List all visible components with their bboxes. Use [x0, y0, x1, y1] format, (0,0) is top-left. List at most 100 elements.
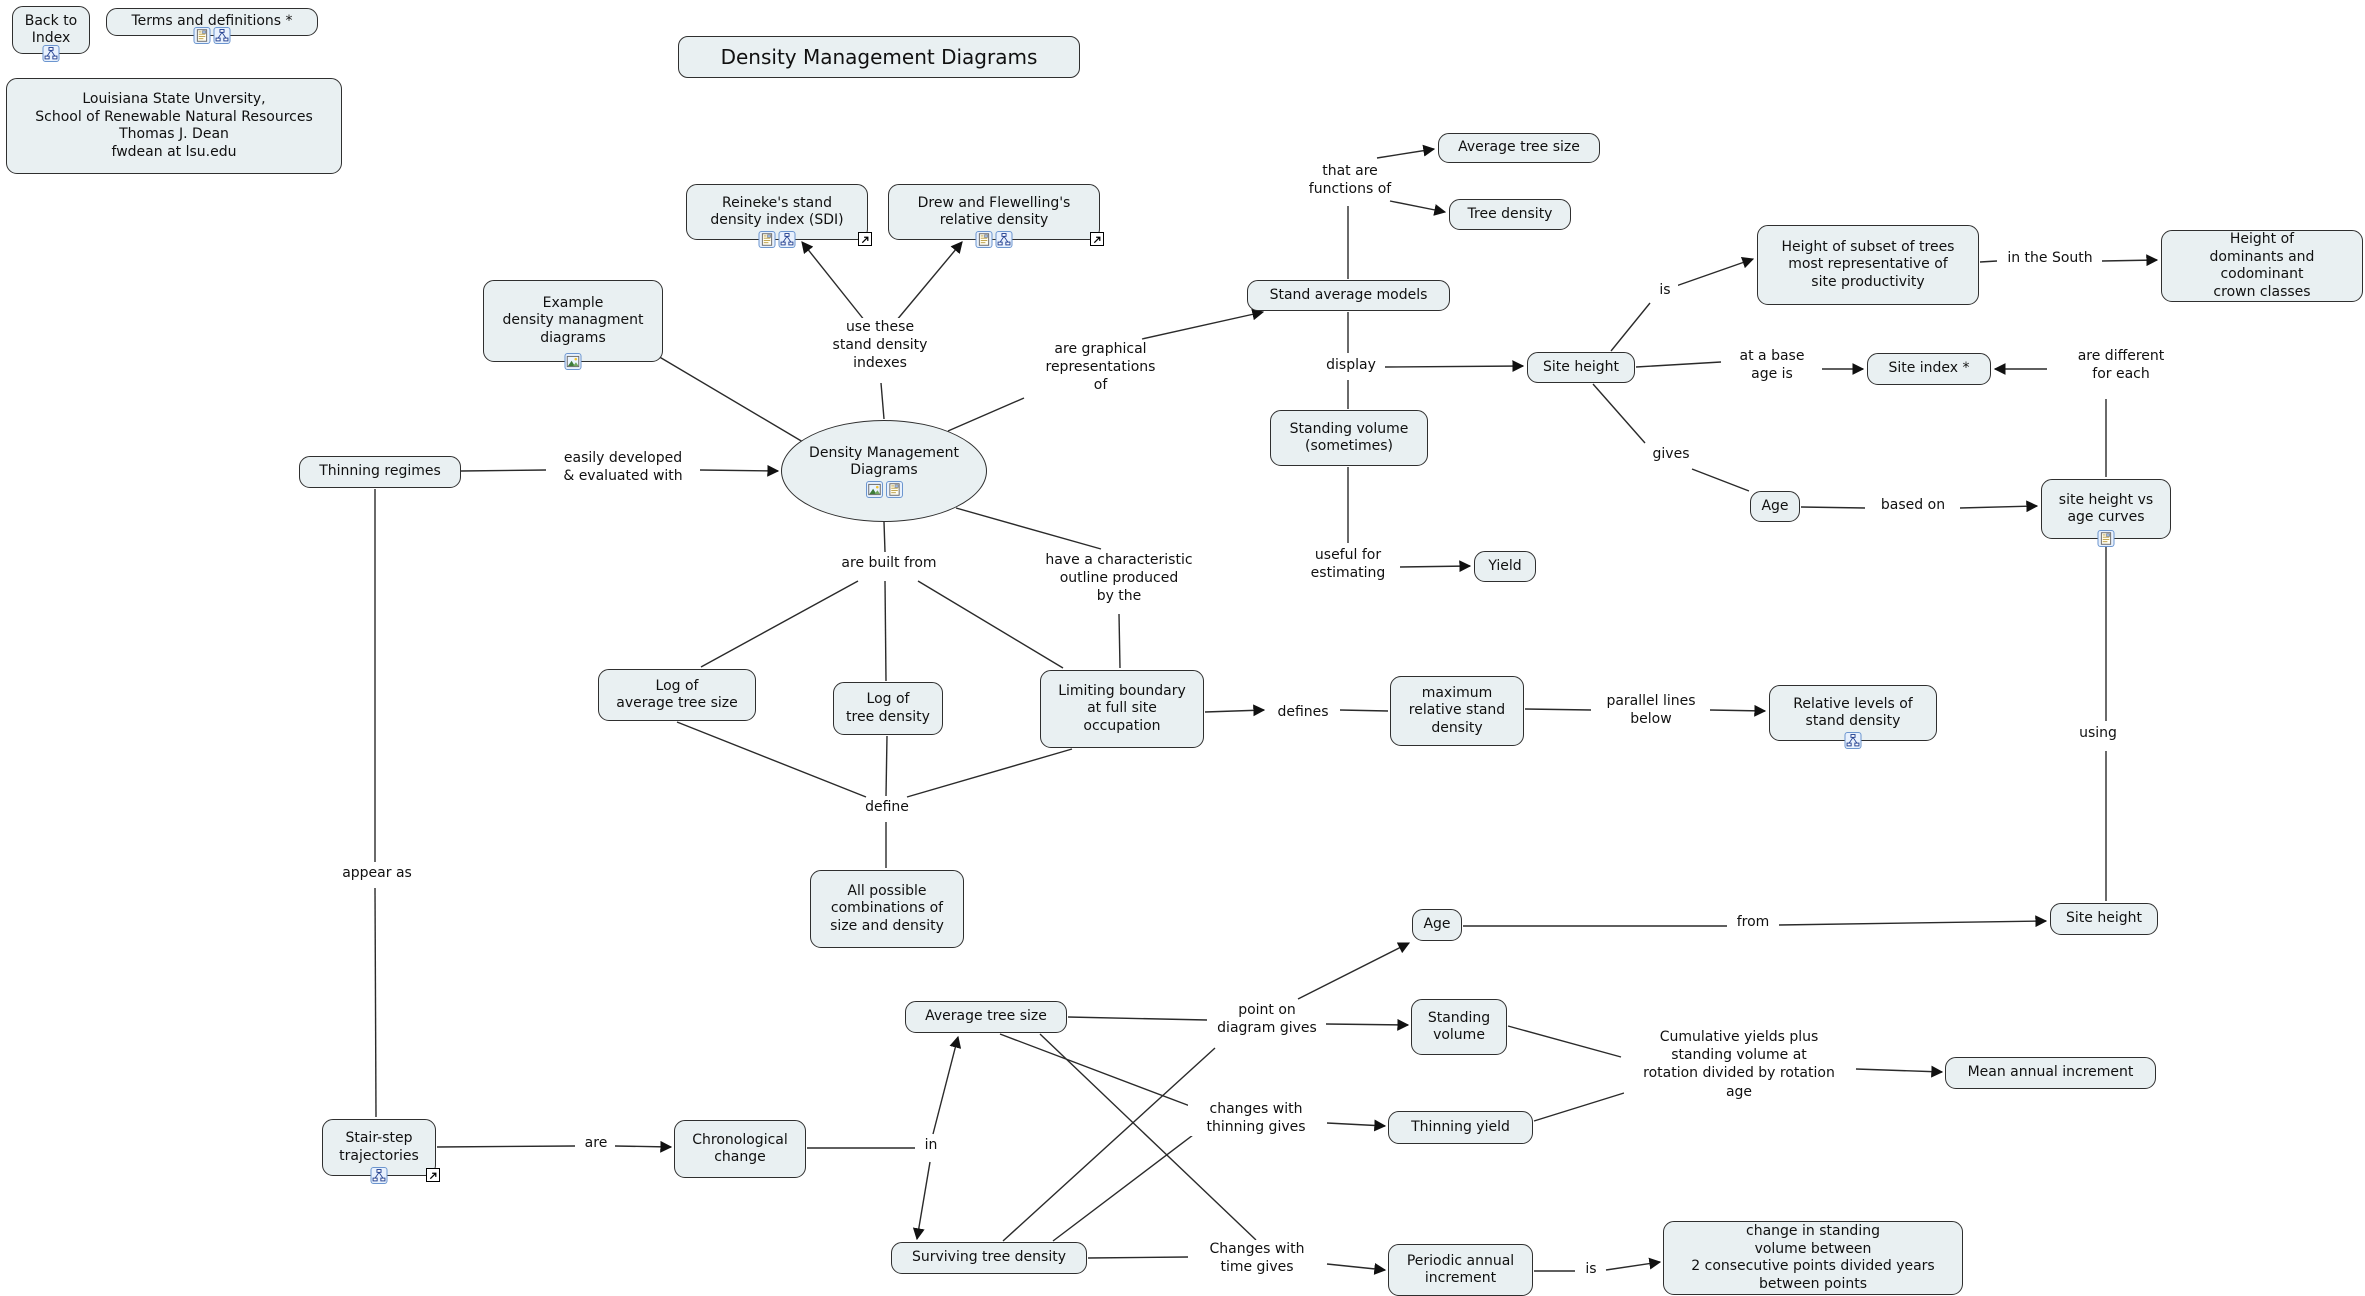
node-log-average-tree-size[interactable]: Log of average tree size — [598, 669, 756, 721]
link-at-a-base-age-is: at a base age is — [1724, 347, 1820, 384]
node-stand-average-models[interactable]: Stand average models — [1247, 280, 1450, 311]
back-to-index-button[interactable]: Back to Index — [12, 6, 90, 62]
node-label: Density Management Diagrams — [809, 444, 959, 479]
link-parallel-lines-below: parallel lines below — [1594, 692, 1708, 729]
node-relative-levels[interactable]: Relative levels of stand density — [1769, 685, 1937, 749]
node-mean-annual-increment[interactable]: Mean annual increment — [1945, 1057, 2156, 1089]
node-label: Log of average tree size — [616, 677, 738, 712]
node-label: Mean annual increment — [1967, 1064, 2134, 1081]
node-age-bottom[interactable]: Age — [1412, 909, 1462, 941]
back-to-index-label: Back to Index — [24, 12, 78, 47]
concept-map-icon[interactable] — [370, 1167, 388, 1184]
node-label: Standing volume — [1427, 1009, 1491, 1044]
node-label: Age — [1761, 497, 1789, 514]
node-periodic-annual-increment[interactable]: Periodic annual increment — [1388, 1244, 1533, 1296]
icon-strip — [42, 45, 60, 62]
node-drew-flewelling[interactable]: Drew and Flewelling's relative density — [888, 184, 1104, 248]
link-changes-with-time-gives: Changes with time gives — [1190, 1240, 1324, 1277]
node-label: Periodic annual increment — [1406, 1252, 1515, 1287]
node-tree-density[interactable]: Tree density — [1449, 199, 1571, 230]
document-icon[interactable] — [758, 231, 776, 248]
node-all-possible-combinations[interactable]: All possible combinations of size and de… — [810, 870, 964, 948]
link-defines: defines — [1267, 703, 1339, 722]
node-example-dmd[interactable]: Example density managment diagrams — [483, 280, 663, 370]
concept-map-icon[interactable] — [995, 231, 1013, 248]
icon-strip — [758, 231, 796, 248]
link-are-different-for-each: are different for each — [2050, 347, 2192, 384]
external-link-icon[interactable] — [1090, 232, 1104, 246]
node-log-tree-density[interactable]: Log of tree density — [833, 682, 943, 735]
concept-map-icon[interactable] — [778, 231, 796, 248]
link-are-graphical: are graphical representations of — [1018, 340, 1183, 395]
link-gives: gives — [1642, 445, 1700, 464]
node-surviving-tree-density[interactable]: Surviving tree density — [891, 1242, 1087, 1274]
node-stair-step-trajectories[interactable]: Stair-step trajectories — [322, 1119, 440, 1184]
node-label: Yield — [1488, 557, 1522, 574]
node-average-tree-size-top[interactable]: Average tree size — [1438, 133, 1600, 163]
node-label: Thinning yield — [1411, 1118, 1510, 1135]
node-label: Stair-step trajectories — [339, 1130, 419, 1164]
node-site-height-vs-age-curves[interactable]: site height vs age curves — [2041, 479, 2171, 547]
credit-box: Louisiana State Unversity, School of Ren… — [6, 78, 342, 174]
node-label: Average tree size — [925, 1008, 1047, 1025]
node-site-index[interactable]: Site index * — [1867, 353, 1991, 385]
concept-map-icon[interactable] — [42, 45, 60, 62]
page-title: Density Management Diagrams — [678, 36, 1080, 78]
link-define: define — [855, 798, 919, 817]
node-label: Reineke's stand density index (SDI) — [710, 194, 844, 229]
image-icon[interactable] — [865, 480, 883, 498]
icon-strip — [193, 27, 231, 44]
node-label: Log of tree density — [846, 691, 930, 725]
node-average-tree-size-bottom[interactable]: Average tree size — [905, 1001, 1067, 1033]
node-density-management-diagrams[interactable]: Density Management Diagrams — [781, 420, 987, 522]
document-icon[interactable] — [2097, 530, 2115, 547]
icon-strip — [2097, 530, 2115, 547]
node-label: Height of subset of trees most represent… — [1781, 238, 1955, 290]
icon-strip — [1844, 732, 1862, 749]
node-chronological-change[interactable]: Chronological change — [674, 1120, 806, 1178]
icon-strip — [975, 231, 1013, 248]
terms-and-definitions-node[interactable]: Terms and definitions * — [106, 8, 318, 44]
document-icon[interactable] — [975, 231, 993, 248]
node-site-height-bottom[interactable]: Site height — [2050, 903, 2158, 935]
node-label: maximum relative stand density — [1408, 684, 1506, 736]
node-label: Average tree size — [1458, 139, 1580, 156]
node-label: change in standing volume between 2 cons… — [1691, 1223, 1935, 1292]
node-site-height-top[interactable]: Site height — [1527, 352, 1635, 383]
page-title-label: Density Management Diagrams — [720, 44, 1038, 69]
link-easily-developed: easily developed & evaluated with — [548, 449, 698, 486]
external-link-icon[interactable] — [426, 1168, 440, 1182]
node-change-in-standing-volume[interactable]: change in standing volume between 2 cons… — [1663, 1221, 1963, 1295]
concept-map-icon[interactable] — [213, 27, 231, 44]
node-label: Height of dominants and codominant crown… — [2209, 231, 2315, 300]
node-thinning-yield[interactable]: Thinning yield — [1388, 1111, 1533, 1144]
document-icon[interactable] — [885, 480, 903, 498]
node-max-relative-stand-density[interactable]: maximum relative stand density — [1390, 676, 1524, 746]
node-thinning-regimes[interactable]: Thinning regimes — [299, 456, 461, 488]
node-label: Chronological change — [692, 1131, 788, 1166]
document-icon[interactable] — [193, 27, 211, 44]
link-use-these: use these stand density indexes — [815, 318, 945, 373]
link-changes-with-thinning-gives: changes with thinning gives — [1188, 1100, 1324, 1137]
node-label: Standing volume (sometimes) — [1289, 420, 1409, 455]
concept-map-icon[interactable] — [1844, 732, 1862, 749]
node-limiting-boundary[interactable]: Limiting boundary at full site occupatio… — [1040, 670, 1204, 748]
link-cumulative-yields: Cumulative yields plus standing volume a… — [1624, 1028, 1854, 1101]
credit-text: Louisiana State Unversity, School of Ren… — [35, 91, 313, 160]
node-height-dominants[interactable]: Height of dominants and codominant crown… — [2161, 230, 2363, 302]
node-label: Thinning regimes — [319, 463, 441, 480]
node-reinekes-sdi[interactable]: Reineke's stand density index (SDI) — [686, 184, 872, 248]
node-standing-volume-sometimes[interactable]: Standing volume (sometimes) — [1270, 410, 1428, 466]
node-yield[interactable]: Yield — [1474, 551, 1536, 582]
link-in: in — [918, 1136, 944, 1155]
node-age-top[interactable]: Age — [1750, 491, 1800, 522]
node-standing-volume-bottom[interactable]: Standing volume — [1411, 999, 1507, 1055]
node-label: Relative levels of stand density — [1793, 695, 1913, 730]
image-icon[interactable] — [564, 353, 582, 370]
link-using: using — [2068, 724, 2128, 743]
node-label: Drew and Flewelling's relative density — [917, 194, 1071, 229]
node-height-subset[interactable]: Height of subset of trees most represent… — [1757, 225, 1979, 305]
node-label: Surviving tree density — [911, 1249, 1067, 1266]
external-link-icon[interactable] — [858, 232, 872, 246]
